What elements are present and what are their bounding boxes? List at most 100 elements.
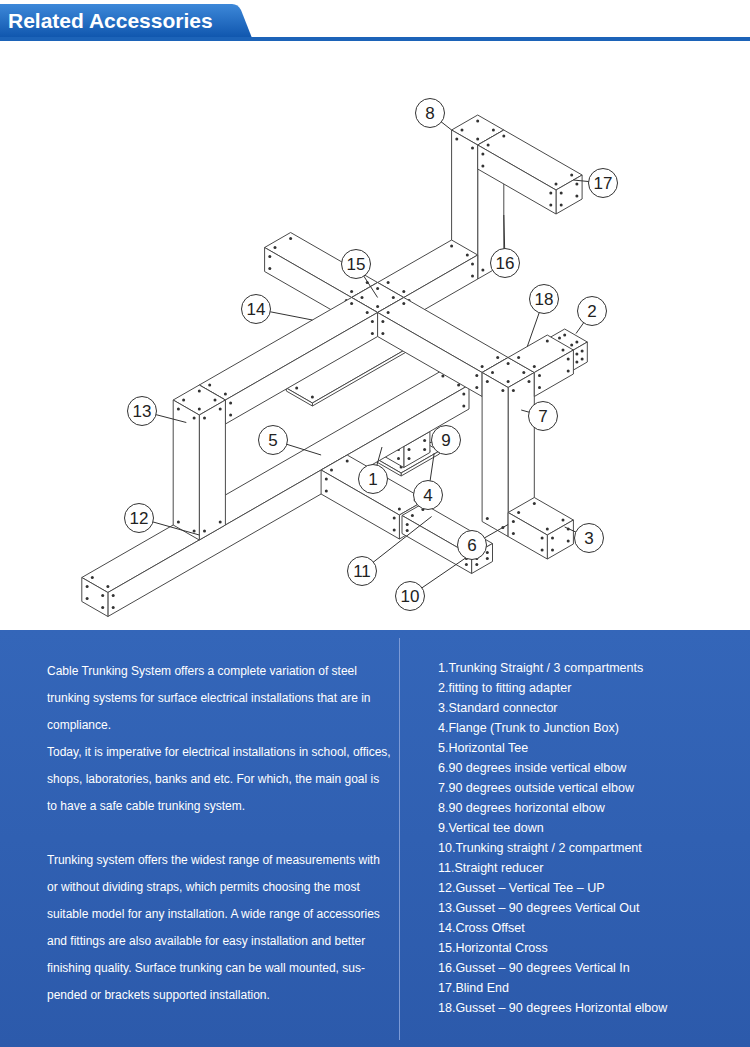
bolt-hole bbox=[462, 405, 465, 408]
bolt-hole bbox=[471, 275, 474, 278]
bolt-hole bbox=[406, 529, 409, 532]
list-column: 1.Trunking Straight / 3 compartments2.fi… bbox=[438, 658, 738, 1018]
bolt-hole bbox=[106, 585, 109, 588]
bolt-hole bbox=[350, 290, 353, 293]
bolt-hole bbox=[481, 365, 484, 368]
list-item: 3.Standard connector bbox=[438, 698, 738, 718]
trunking-face bbox=[173, 400, 199, 540]
column-divider bbox=[399, 638, 400, 1040]
bolt-hole bbox=[387, 311, 390, 314]
bolt-hole bbox=[528, 380, 531, 383]
list-item: 13.Gusset – 90 degrees Vertical Out bbox=[438, 898, 738, 918]
trunking-face bbox=[547, 520, 573, 559]
bolt-hole bbox=[481, 165, 484, 168]
bolt-hole bbox=[393, 517, 396, 520]
bolt-hole bbox=[560, 204, 563, 207]
bolt-hole bbox=[575, 361, 578, 364]
bolt-hole bbox=[475, 374, 478, 377]
header-rule bbox=[0, 37, 750, 41]
bolt-hole bbox=[411, 514, 414, 517]
bolt-hole bbox=[549, 192, 552, 195]
bolt-hole bbox=[381, 320, 384, 323]
bolt-hole bbox=[517, 356, 520, 359]
bolt-hole bbox=[491, 371, 494, 374]
list-item: 12.Gusset – Vertical Tee – UP bbox=[438, 878, 738, 898]
callout-number: 16 bbox=[496, 255, 515, 272]
bolt-hole bbox=[481, 269, 484, 272]
callout-number: 10 bbox=[401, 588, 420, 605]
bolt-hole bbox=[398, 508, 401, 511]
callout-number: 17 bbox=[594, 175, 613, 192]
bolt-hole bbox=[376, 305, 379, 308]
list-item: 2.fitting to fitting adapter bbox=[438, 678, 738, 698]
bolt-hole bbox=[567, 540, 570, 543]
bolt-hole bbox=[522, 371, 525, 374]
list-item: 14.Cross Offset bbox=[438, 918, 738, 938]
callout-circle: 18 bbox=[529, 284, 559, 314]
trunking-face bbox=[82, 578, 108, 617]
bolt-hole bbox=[562, 519, 565, 522]
callout-number: 11 bbox=[353, 563, 371, 580]
callout-number: 3 bbox=[584, 530, 593, 547]
bolt-hole bbox=[376, 287, 379, 290]
bolt-hole bbox=[289, 237, 292, 240]
bolt-hole bbox=[198, 408, 201, 411]
list-item: 17.Blind End bbox=[438, 978, 738, 998]
bolt-hole bbox=[268, 255, 271, 258]
trunking-face bbox=[482, 373, 508, 537]
bolt-hole bbox=[381, 332, 384, 335]
bolt-hole bbox=[581, 350, 584, 353]
callout-number: 8 bbox=[425, 105, 434, 122]
bolt-hole bbox=[570, 174, 573, 177]
callout-circle: 8 bbox=[415, 98, 445, 128]
bolt-hole bbox=[371, 320, 374, 323]
bolt-hole bbox=[551, 537, 554, 540]
trunking-part bbox=[199, 298, 377, 425]
bolt-hole bbox=[575, 353, 578, 356]
bolt-hole bbox=[558, 337, 561, 340]
bolt-hole bbox=[546, 340, 549, 343]
bolt-hole bbox=[423, 448, 426, 451]
bolt-hole bbox=[551, 549, 554, 552]
list-item: 5.Horizontal Tee bbox=[438, 738, 738, 758]
bolt-hole bbox=[533, 502, 536, 505]
callout-circle: 12 bbox=[124, 503, 154, 533]
bolt-hole bbox=[512, 520, 515, 523]
bolt-hole bbox=[86, 597, 89, 600]
bolt-hole bbox=[311, 396, 314, 399]
bolt-hole bbox=[193, 417, 196, 420]
list-item: 18.Gusset – 90 degrees Horizontal elbow bbox=[438, 998, 738, 1018]
bolt-hole bbox=[465, 563, 468, 566]
bolt-hole bbox=[177, 521, 180, 524]
bolt-hole bbox=[330, 469, 333, 472]
list-item: 16.Gusset – 90 degrees Vertical In bbox=[438, 958, 738, 978]
callout-circle: 11 bbox=[347, 556, 377, 586]
list-item: 6.90 degrees inside vertical elbow bbox=[438, 758, 738, 778]
bolt-hole bbox=[562, 349, 565, 352]
trunking-part bbox=[478, 130, 582, 214]
bolt-hole bbox=[501, 389, 504, 392]
bolt-hole bbox=[476, 138, 479, 141]
callout-circle: 14 bbox=[241, 294, 271, 324]
callout-circle: 6 bbox=[457, 530, 487, 560]
trunking-face bbox=[508, 513, 547, 560]
bolt-hole bbox=[224, 393, 227, 396]
bolt-hole bbox=[325, 478, 328, 481]
bolt-hole bbox=[507, 362, 510, 365]
bolt-hole bbox=[208, 384, 211, 387]
callout-circle: 9 bbox=[431, 425, 461, 455]
bolt-hole bbox=[203, 417, 206, 420]
bolt-hole bbox=[486, 551, 489, 554]
callout-number: 14 bbox=[247, 301, 266, 318]
trunking-face bbox=[82, 370, 469, 593]
callout-number: 2 bbox=[587, 303, 596, 320]
trunking-face bbox=[378, 313, 483, 397]
list-item: 15.Horizontal Cross bbox=[438, 938, 738, 958]
bolt-hole bbox=[486, 380, 489, 383]
trunking-part bbox=[378, 298, 509, 397]
callout-circle: 4 bbox=[413, 480, 443, 510]
bolt-hole bbox=[346, 460, 349, 463]
bolt-hole bbox=[575, 183, 578, 186]
callout-number: 18 bbox=[535, 291, 554, 308]
callout-number: 9 bbox=[441, 432, 450, 449]
